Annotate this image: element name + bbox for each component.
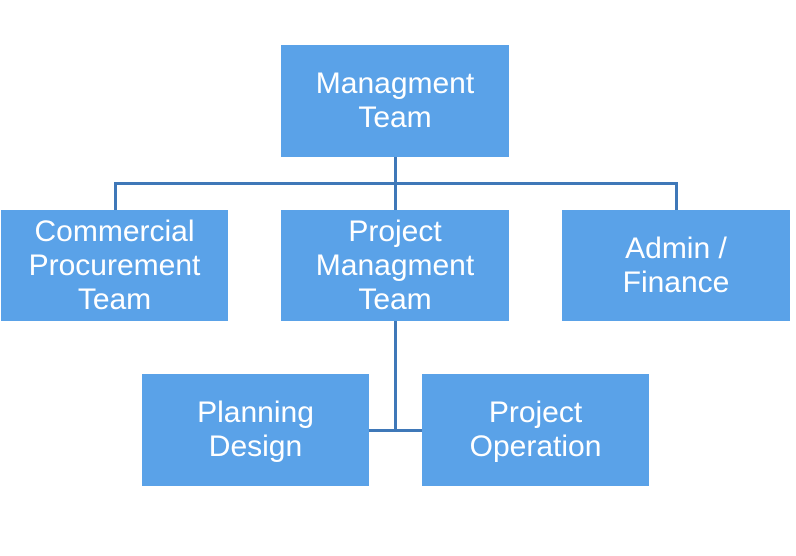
node-label: Managment Team bbox=[315, 67, 475, 134]
connector-level2-bus bbox=[369, 429, 422, 432]
node-admin-finance: Admin / Finance bbox=[562, 210, 790, 321]
connector-to-commercial bbox=[114, 182, 117, 210]
node-label: Project Managment Team bbox=[315, 214, 475, 316]
node-project-management-team: Project Managment Team bbox=[281, 210, 509, 321]
connector-project-down bbox=[394, 321, 397, 432]
node-planning-design: Planning Design bbox=[142, 374, 369, 486]
connector-to-admin bbox=[675, 182, 678, 210]
node-label: Planning Design bbox=[197, 396, 314, 463]
node-label: Admin / Finance bbox=[622, 231, 730, 299]
node-project-operation: Project Operation bbox=[422, 374, 649, 486]
node-commercial-procurement-team: Commercial Procurement Team bbox=[1, 210, 228, 321]
connector-level1-bus bbox=[114, 182, 678, 185]
node-management-team: Managment Team bbox=[281, 45, 509, 157]
node-label: Project Operation bbox=[469, 396, 602, 463]
node-label: Commercial Procurement Team bbox=[28, 214, 201, 316]
